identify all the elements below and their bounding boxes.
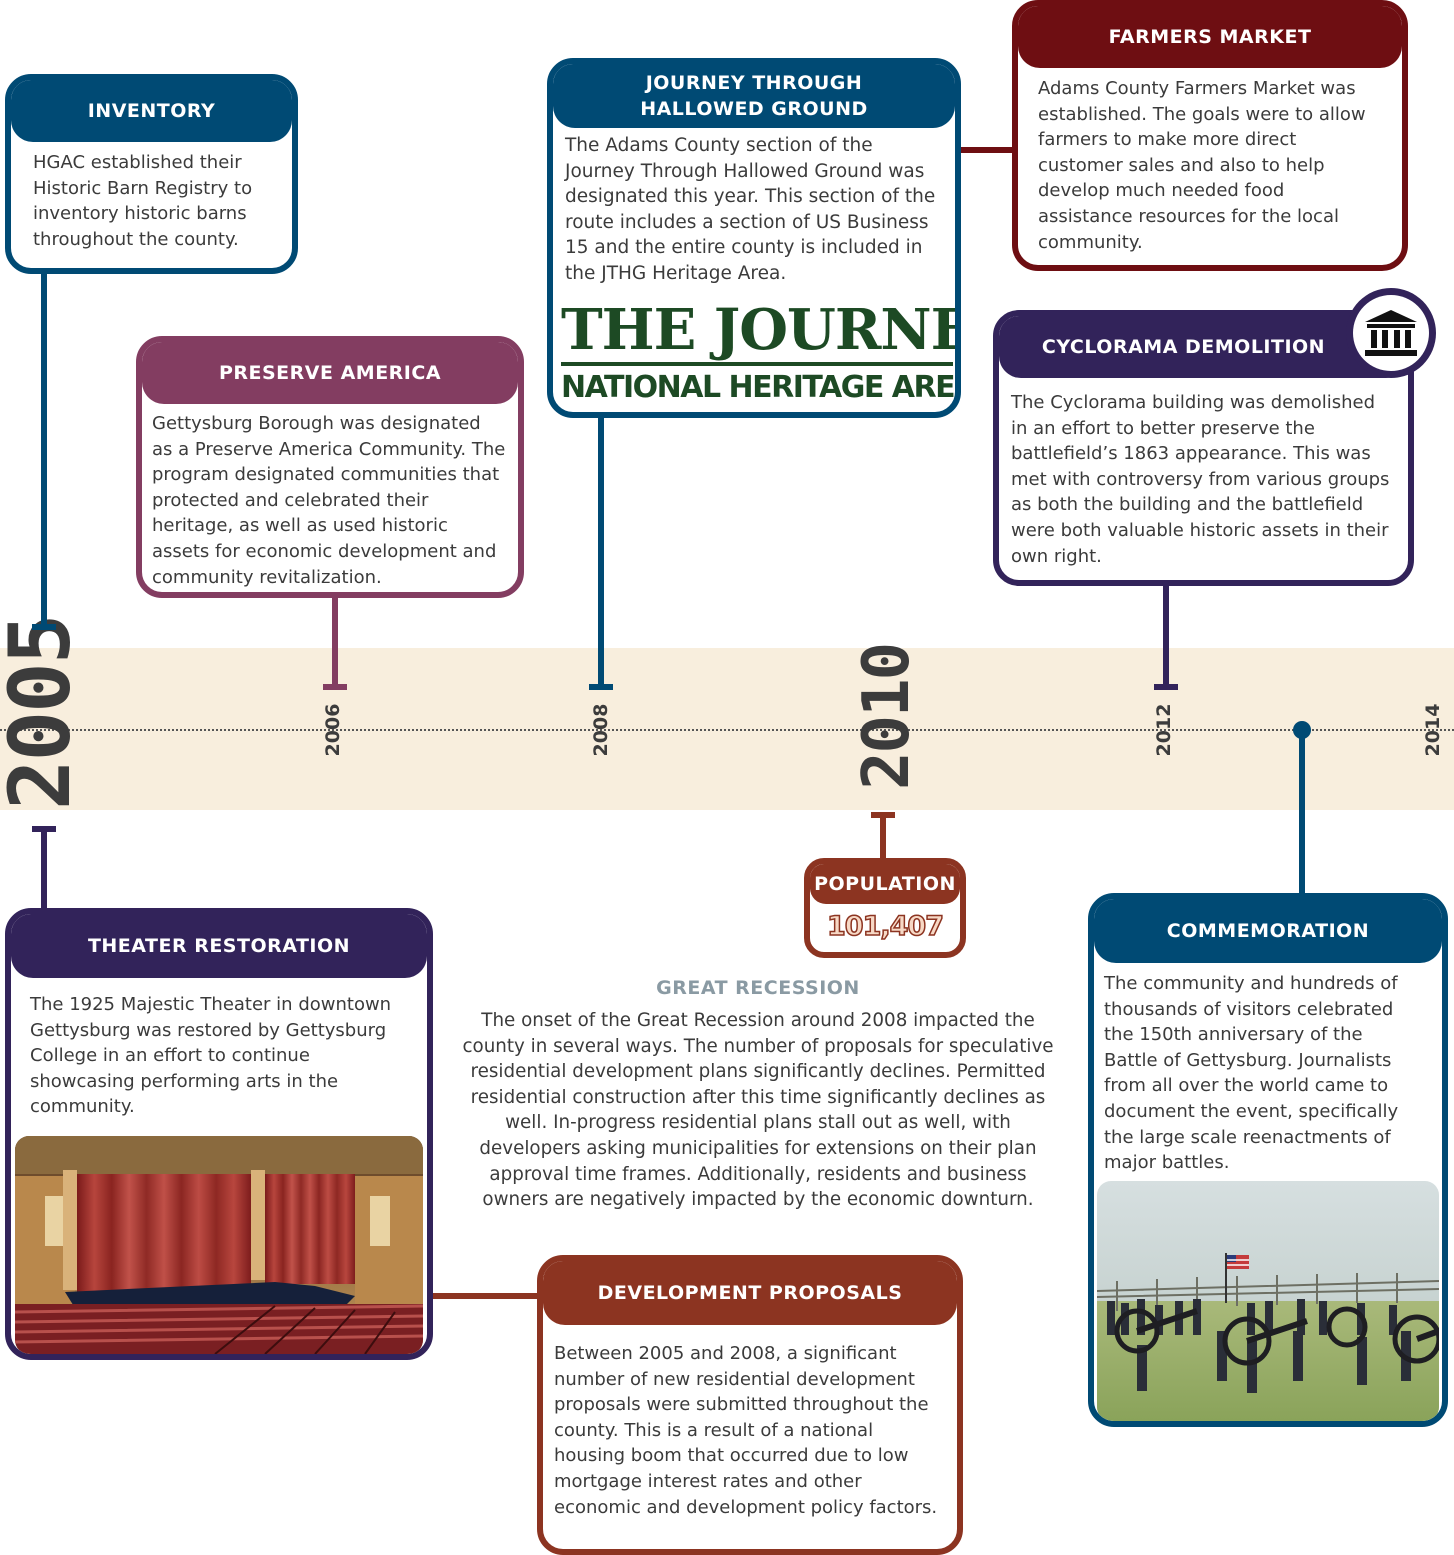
commemoration-body: The community and hundreds of thousands … <box>1104 973 1399 1174</box>
recession-title: GREAT RECESSION <box>656 977 860 999</box>
cyclorama-body: The Cyclorama building was demolished in… <box>1011 392 1390 567</box>
inventory-tick <box>32 624 56 630</box>
development-connector <box>428 1293 542 1299</box>
inventory-title: INVENTORY <box>11 80 292 142</box>
year-2014-label: 2014 <box>1422 703 1444 757</box>
commemoration-title: COMMEMORATION <box>1094 899 1442 963</box>
museum-icon <box>1346 288 1436 378</box>
journey-logo-rule <box>561 362 953 366</box>
farmers-body: Adams County Farmers Market was establis… <box>1038 78 1366 253</box>
commemoration-card: COMMEMORATION The community and hundreds… <box>1088 893 1448 1427</box>
population-value: 101,407 <box>826 910 944 943</box>
commemoration-photo <box>1097 1181 1439 1421</box>
year-2006-label: 2006 <box>322 703 344 757</box>
farmers-connector <box>958 147 1018 153</box>
population-title: POPULATION <box>810 864 960 904</box>
journey-tick <box>589 684 613 690</box>
theater-tick <box>32 826 56 832</box>
cyclorama-tick <box>1154 684 1178 690</box>
population-connector <box>880 812 886 862</box>
preserve-body: Gettysburg Borough was designated as a P… <box>152 413 506 588</box>
preserve-card: PRESERVE AMERICA Gettysburg Borough was … <box>136 336 524 598</box>
preserve-connector <box>332 594 338 688</box>
theater-title: THEATER RESTORATION <box>11 914 427 978</box>
theater-body: The 1925 Majestic Theater in downtown Ge… <box>30 994 392 1118</box>
cyclorama-connector <box>1163 580 1169 688</box>
timeline-axis <box>0 729 1454 731</box>
preserve-tick <box>323 684 347 690</box>
development-title: DEVELOPMENT PROPOSALS <box>543 1261 957 1325</box>
population-card: POPULATION 101,407 <box>804 858 966 958</box>
journey-body: The Adams County section of the Journey … <box>565 135 936 284</box>
inventory-body: HGAC established their Historic Barn Reg… <box>33 152 253 250</box>
theater-connector <box>41 828 47 914</box>
journey-title: JOURNEY THROUGH HALLOWED GROUND <box>553 64 955 128</box>
population-tick <box>871 812 895 818</box>
theater-card: THEATER RESTORATION The 1925 Majestic Th… <box>5 908 433 1360</box>
commemoration-connector <box>1299 730 1305 896</box>
year-2005-label: 2005 <box>0 615 89 810</box>
development-card: DEVELOPMENT PROPOSALS Between 2005 and 2… <box>537 1255 963 1555</box>
inventory-card: INVENTORY HGAC established their Histori… <box>5 74 298 274</box>
cyclorama-title: CYCLORAMA DEMOLITION <box>999 316 1408 378</box>
year-2008-label: 2008 <box>590 703 612 757</box>
recession-body: The onset of the Great Recession around … <box>462 1010 1054 1211</box>
year-2012-label: 2012 <box>1153 703 1175 757</box>
cyclorama-card: CYCLORAMA DEMOLITION The Cyclorama build… <box>993 310 1414 586</box>
farmers-card: FARMERS MARKET Adams County Farmers Mark… <box>1012 0 1408 271</box>
journey-logo: THE JOURNEY NATIONAL HERITAGE AREA <box>561 297 961 412</box>
journey-logo-line2: NATIONAL HERITAGE AREA <box>561 370 961 405</box>
preserve-title: PRESERVE AMERICA <box>142 342 518 404</box>
year-2010-label: 2010 <box>850 643 924 790</box>
journey-connector <box>598 414 604 688</box>
theater-photo <box>15 1136 423 1354</box>
journey-card: JOURNEY THROUGH HALLOWED GROUND The Adam… <box>547 58 961 418</box>
inventory-connector <box>41 270 47 630</box>
development-body: Between 2005 and 2008, a significant num… <box>554 1343 938 1518</box>
commemoration-dot <box>1293 721 1311 739</box>
journey-logo-line1: THE JOURNEY <box>561 297 955 363</box>
farmers-title: FARMERS MARKET <box>1018 6 1402 68</box>
